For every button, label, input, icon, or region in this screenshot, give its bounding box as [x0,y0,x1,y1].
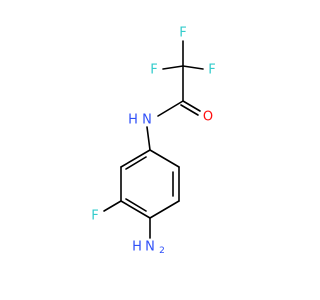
atom-f-right: F [208,63,215,78]
bond-c-f-right [182,65,204,70]
bond-c-o-2 [180,104,199,116]
bond-c-n [157,100,184,117]
atom-f-top: F [179,26,186,41]
atom-f-ring: F [91,209,98,224]
atom-h-amine: H [132,240,142,255]
bond-ring-f [103,200,122,212]
bond-n-ring [146,126,151,151]
molecule-structure: F F F O N H F H N 2 [91,26,215,257]
atom-n-amine: N [145,240,155,255]
ring-bond-6 [120,149,151,168]
bond-c-f-left [162,65,184,70]
atom-h-amide: H [128,113,138,128]
bonds [103,40,204,239]
ring-bond-4 [120,200,151,219]
ring-double-3 [125,156,147,170]
ring-bond-1 [149,149,180,168]
bond-c-o-1 [182,100,201,112]
atom-labels: F F F O N H F H N 2 [91,26,215,257]
atom-f-left: F [150,63,157,78]
ring-double-2 [125,198,147,212]
atom-o: O [203,110,213,125]
ring-bond-3 [149,200,180,219]
atom-n-amide: N [142,113,152,128]
atom-subscript-2: 2 [159,246,165,256]
